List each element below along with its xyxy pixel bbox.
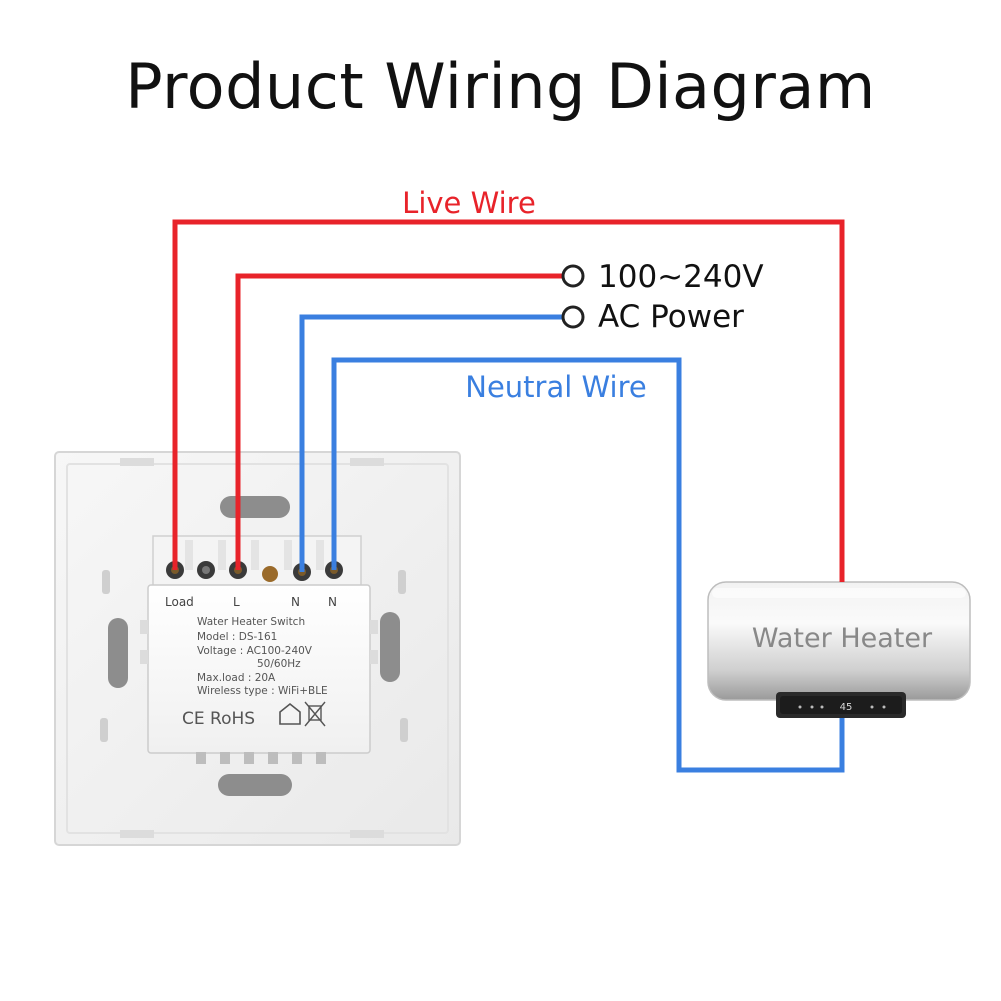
heater-display-readout: 45: [840, 702, 853, 713]
switch-module: [140, 535, 378, 764]
terminal-brass: [262, 566, 278, 582]
spec-line5: Max.load : 20A: [197, 672, 276, 684]
cert-marks: CE RoHS: [182, 701, 326, 729]
neutral-wire-load: [331, 357, 845, 773]
spec-line1: Water Heater Switch: [197, 616, 305, 628]
water-heater: Water Heater 45: [707, 581, 971, 718]
weee-bin-icon: [304, 701, 326, 727]
heater-label: Water Heater: [752, 623, 933, 654]
spec-line4: 50/60Hz: [257, 658, 301, 670]
supply-terminal-live: [561, 264, 585, 288]
mounting-slot-top: [220, 496, 290, 518]
cert-text: CE RoHS: [182, 709, 255, 729]
spec-line6: Wireless type : WiFi+BLE: [197, 685, 328, 697]
supply-voltage-label: 100~240V: [598, 259, 764, 295]
mounting-slot-bottom: [218, 774, 292, 796]
mounting-slot-right: [380, 612, 400, 682]
terminal-label-n1: N: [291, 595, 300, 609]
page-title: Product Wiring Diagram: [125, 50, 876, 123]
terminal-label-n2: N: [328, 595, 337, 609]
mounting-slot-left: [108, 618, 128, 688]
live-wire-label: Live Wire: [402, 186, 536, 220]
terminal-label-l: L: [233, 595, 240, 609]
spec-line2: Model : DS-161: [197, 631, 277, 643]
neutral-wire-supply: [299, 314, 563, 572]
neutral-wire-label: Neutral Wire: [465, 370, 646, 404]
live-wire-load: [172, 219, 845, 582]
supply-type-label: AC Power: [598, 299, 744, 335]
live-wire-supply: [235, 273, 563, 570]
terminal-labels: Load L N N: [165, 595, 337, 609]
house-icon: [279, 702, 301, 725]
terminal-label-load: Load: [165, 595, 194, 609]
device-spec-label: Water Heater Switch Model : DS-161 Volta…: [197, 616, 328, 697]
supply-terminal-neutral: [561, 305, 585, 329]
spec-line3: Voltage : AC100-240V: [197, 645, 313, 657]
